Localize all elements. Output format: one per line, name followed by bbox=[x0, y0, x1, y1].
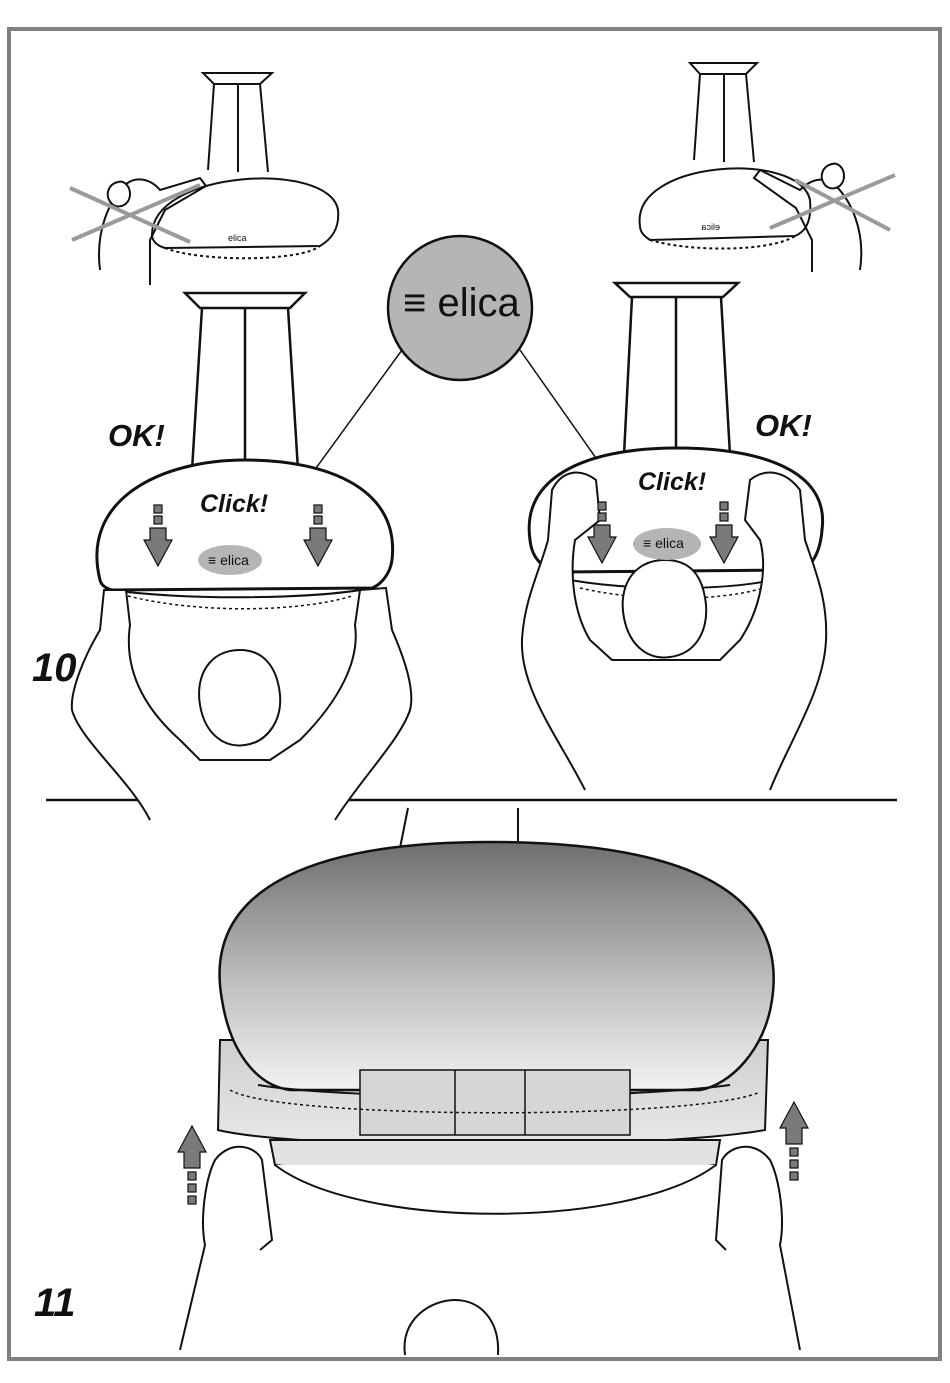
hood-print-right: elica bbox=[701, 222, 720, 232]
ok-label-right: OK! bbox=[755, 410, 812, 441]
brand-badge-text-right: elica bbox=[655, 535, 684, 551]
brand-badge-text-left: elica bbox=[220, 552, 249, 568]
elica-logo-icon: ≡ bbox=[208, 552, 216, 568]
step-number-10: 10 bbox=[32, 648, 77, 688]
hood-lift-step-11 bbox=[180, 808, 800, 1355]
brand-logo-large: ≡ elica bbox=[403, 283, 520, 323]
ok-label-left: OK! bbox=[108, 420, 165, 451]
brand-logo-text: elica bbox=[437, 281, 519, 325]
step-number-11: 11 bbox=[34, 1283, 76, 1323]
click-label-left: Click! bbox=[200, 492, 268, 517]
brand-badge-left: ≡ elica bbox=[208, 553, 249, 567]
wrong-example-right bbox=[640, 63, 895, 272]
elica-logo-icon: ≡ bbox=[643, 535, 651, 551]
elica-logo-icon: ≡ bbox=[403, 283, 426, 323]
wrong-example-left bbox=[70, 73, 338, 285]
hood-print-left: elica bbox=[228, 233, 247, 243]
click-label-right: Click! bbox=[638, 470, 706, 495]
brand-badge-right: ≡ elica bbox=[643, 536, 684, 550]
